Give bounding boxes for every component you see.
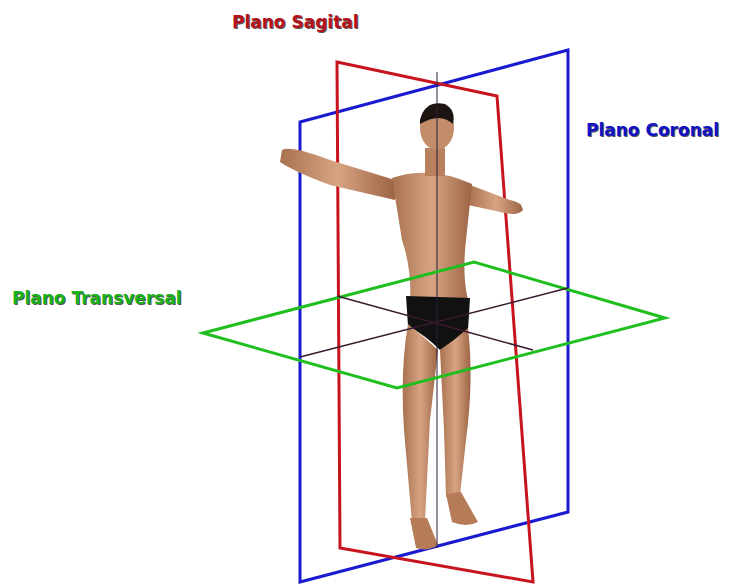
plane-label: Plano Sagital (232, 12, 359, 32)
transversal-plane (203, 262, 665, 388)
plane-label: Plano Transversal (12, 288, 182, 308)
plane-label: Plano Coronal (586, 120, 719, 140)
coronal-plane (300, 50, 568, 582)
human-figure (280, 103, 523, 549)
